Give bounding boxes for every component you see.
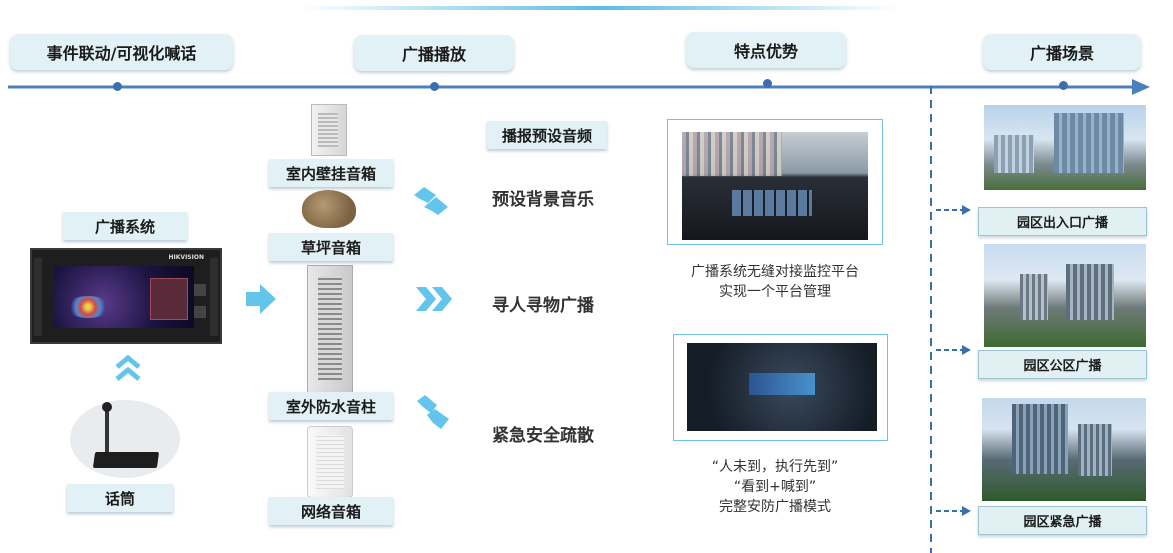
device-button [194, 284, 206, 296]
device-screen [54, 266, 194, 328]
device-handle-left [34, 258, 42, 336]
network-speaker-image [307, 426, 353, 498]
promo-title-block [749, 373, 815, 395]
feature-bg-music: 预设背景音乐 [492, 190, 594, 210]
device-brand: HIKVISION [168, 254, 204, 261]
scene-photo-public [984, 244, 1146, 347]
feature-lost-found: 寻人寻物广播 [492, 296, 594, 316]
screen-panel [150, 278, 188, 320]
promo-video-frame [673, 334, 888, 441]
stage-pill-playback: 广播播放 [354, 35, 514, 71]
stage-label: 事件联动/可视化喊话 [46, 44, 197, 63]
preset-audio-label: 播报预设音频 [487, 121, 607, 149]
monitor-wall [732, 190, 812, 216]
speaker-label: 室内壁挂音箱 [269, 159, 393, 187]
promo-video-still [687, 343, 877, 431]
device-handle-right [210, 258, 218, 336]
scene-photo-emergency [982, 398, 1146, 501]
stage-label: 特点优势 [733, 42, 798, 61]
scene-arrow [936, 345, 971, 355]
mic-stem [105, 406, 109, 454]
stage-label: 广播场景 [1029, 44, 1094, 63]
timeline-dot [763, 79, 772, 88]
scene-label-public: 园区公区广播 [978, 350, 1147, 379]
advantage-text-platform: 广播系统无缝对接监控平台 实现一个平台管理 [691, 264, 859, 300]
mic-head [102, 402, 112, 412]
building-shape [1020, 274, 1048, 320]
scene-photo-entrance [984, 105, 1146, 190]
chevron-up-icon [115, 354, 141, 381]
speaker-label: 网络音箱 [269, 497, 393, 525]
timeline-arrow [8, 79, 1150, 95]
broadcast-device: HIKVISION [30, 248, 222, 344]
stage-pill-scenes: 广播场景 [983, 34, 1141, 70]
speaker-label: 室外防水音柱 [269, 392, 393, 420]
top-gradient-bar [300, 6, 900, 10]
scene-label-entrance: 园区出入口广播 [978, 207, 1147, 236]
column-speaker-image [307, 265, 353, 394]
microphone-image [70, 400, 180, 478]
dashed-separator [930, 86, 932, 553]
wall-speaker-image [311, 104, 347, 156]
building-shape [1066, 264, 1114, 320]
scene-arrow [936, 506, 971, 516]
timeline-dot [1059, 81, 1068, 90]
timeline-dot [113, 82, 122, 91]
monitoring-photo [682, 132, 868, 240]
lawn-speaker-image [302, 190, 356, 228]
monitoring-photo-frame [667, 119, 883, 245]
building-shape [1054, 113, 1124, 173]
stage-pill-advantages: 特点优势 [686, 32, 846, 68]
stage-label: 广播播放 [401, 45, 466, 64]
building-shape [994, 135, 1034, 173]
stage-pill-linkage: 事件联动/可视化喊话 [10, 34, 233, 70]
speaker-grille [318, 113, 338, 147]
speaker-grille [318, 276, 342, 380]
speaker-label: 草坪音箱 [269, 233, 393, 261]
feature-emergency-evacuation: 紧急安全疏散 [492, 426, 594, 446]
chevron-double-up-right-icon [414, 187, 448, 215]
chevron-double-right-icon [416, 287, 452, 311]
device-button [194, 306, 206, 318]
scene-label-emergency: 园区紧急广播 [978, 506, 1147, 535]
chevron-double-down-right-icon [417, 395, 449, 429]
mic-base [92, 452, 160, 468]
screen-app-icons [66, 296, 110, 318]
scene-arrow [936, 205, 971, 215]
system-label: 广播系统 [63, 212, 187, 240]
mic-label: 话筒 [67, 484, 173, 512]
timeline-dot [430, 82, 439, 91]
building-shape [1012, 404, 1068, 474]
arrow-right-icon [246, 284, 276, 314]
crowd-area [682, 132, 782, 176]
speaker-grille [316, 435, 344, 489]
building-shape [1078, 424, 1112, 476]
advantage-text-mode: “人未到，执行先到” “看到+喊到” 完整安防广播模式 [711, 459, 839, 515]
